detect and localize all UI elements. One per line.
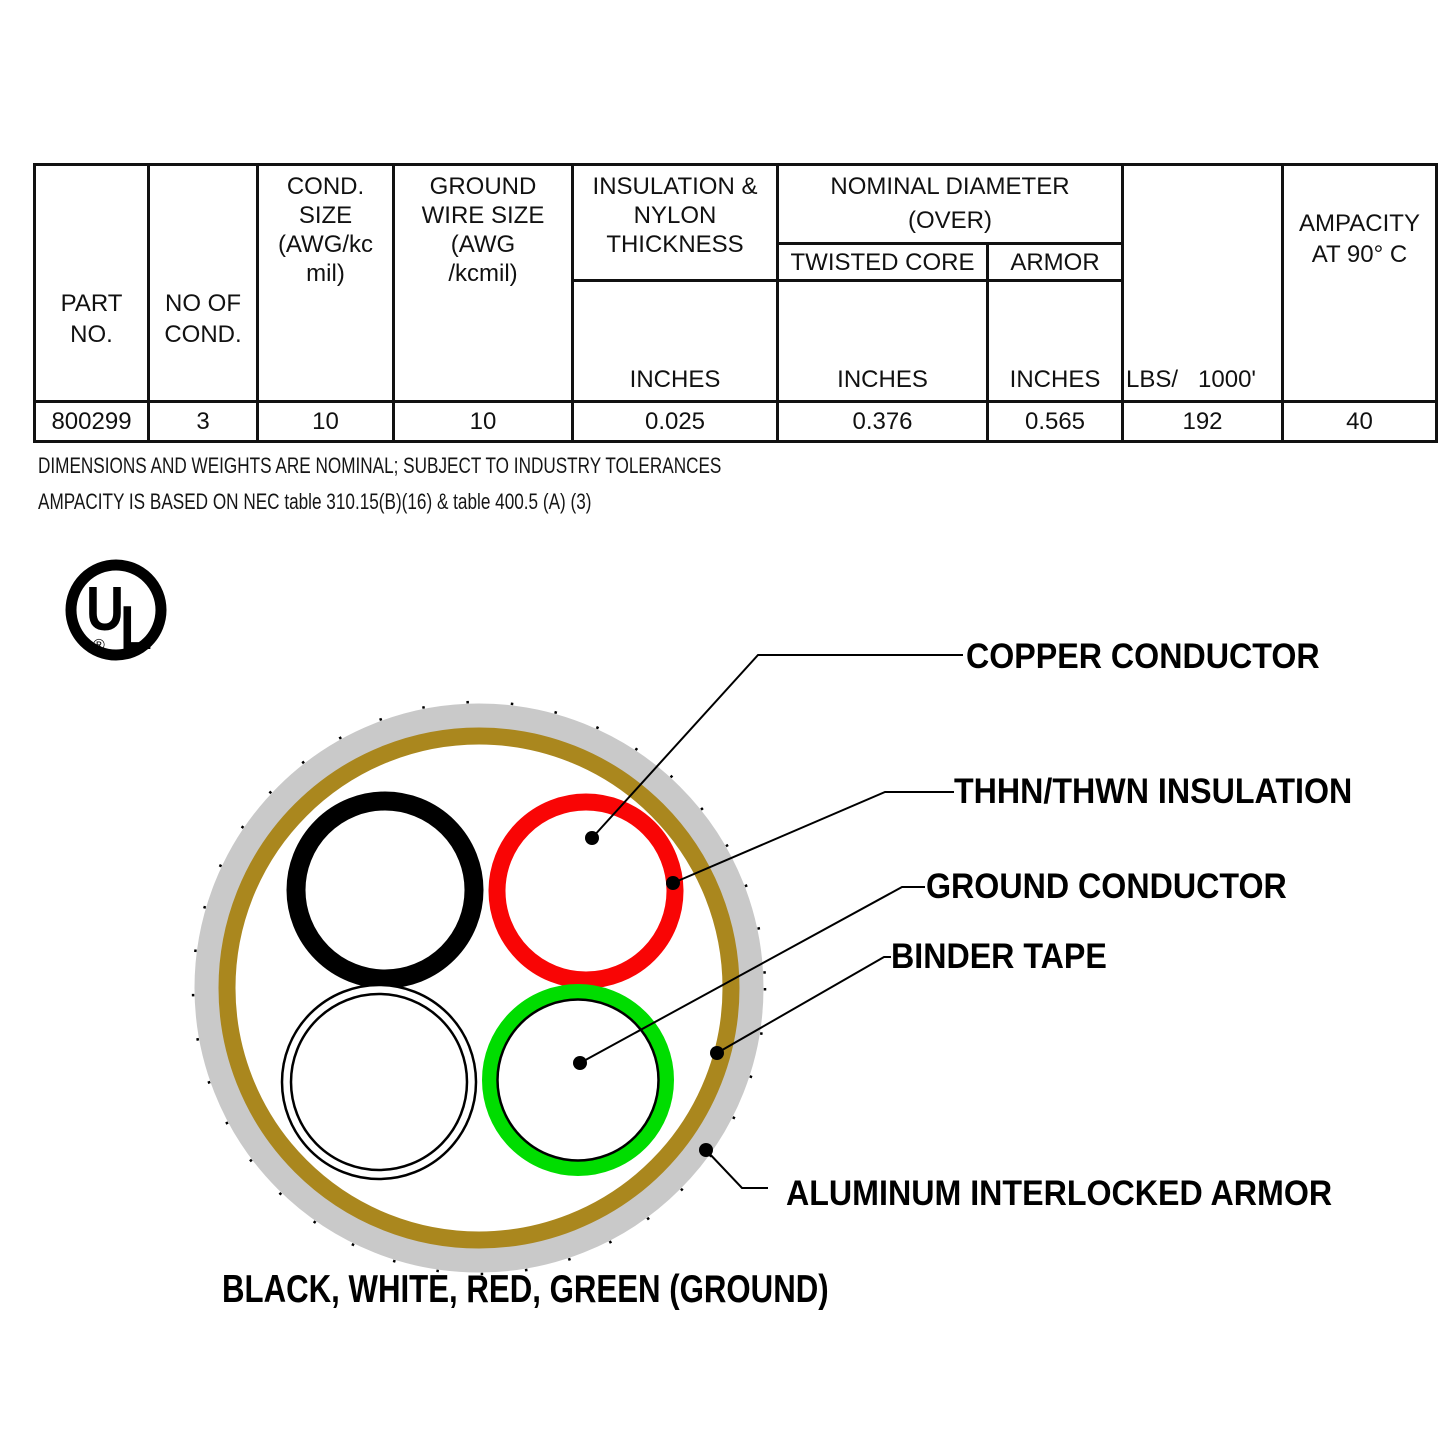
note-ampacity-basis: AMPACITY IS BASED ON NEC table 310.15(B)…	[38, 489, 592, 514]
cell-part-no: 800299	[36, 400, 150, 440]
label-ground-conductor: GROUND CONDUCTOR	[926, 867, 1287, 906]
table-header-nominal-diameter: NOMINAL DIAMETER (OVER)	[779, 166, 1124, 245]
cell-ground-wire-size: 10	[395, 400, 574, 440]
note-tolerances: DIMENSIONS AND WEIGHTS ARE NOMINAL; SUBJ…	[38, 453, 722, 478]
leader-line-aluminum-armor	[705, 1149, 768, 1189]
cell-armor-inches: 0.565	[989, 400, 1124, 440]
aluminum-armor-ring	[194, 703, 764, 1273]
cell-twisted-core-inches: 0.376	[779, 400, 989, 440]
white-conductor-outer-outline	[280, 983, 478, 1181]
ul-registered-symbol: ®	[93, 637, 105, 654]
green-ground-conductor	[482, 984, 674, 1176]
label-aluminum-interlocked-armor: ALUMINUM INTERLOCKED ARMOR	[786, 1174, 1333, 1213]
leader-line-binder-tape	[716, 956, 891, 1054]
cell-insulation-inches: 0.025	[574, 400, 779, 440]
table-header-ampacity: AMPACITY AT 90° C	[1299, 210, 1420, 268]
leader-dot-armor	[699, 1143, 713, 1157]
cell-no-of-cond: 3	[150, 400, 259, 440]
leader-line-thhn-insulation	[672, 791, 954, 884]
white-conductor-inner-outline	[289, 992, 469, 1172]
table-header-part-no: PART NO.	[36, 166, 150, 400]
armor-dotted-edge	[191, 700, 767, 1276]
cell-ampacity: 40	[1284, 400, 1435, 440]
cell-cond-size: 10	[259, 400, 395, 440]
table-header-insulation-thickness: INSULATION & NYLON THICKNESS	[574, 166, 779, 282]
leader-line-ground-conductor	[579, 886, 925, 1064]
spec-table: PART NO. NO OF COND. COND. SIZE (AWG/kc …	[33, 163, 1438, 443]
table-header-no-of-cond: NO OF COND.	[150, 166, 259, 400]
ul-logo: U L ®	[65, 559, 167, 663]
table-header-insulation-inches: INCHES	[574, 282, 779, 400]
ul-logo-circle	[65, 559, 167, 661]
cell-lbs: 192	[1124, 400, 1284, 440]
black-conductor	[286, 791, 484, 989]
leader-line-copper-conductor	[591, 654, 963, 839]
table-header-lbs-per-1000ft: LBS/ 1000'	[1124, 166, 1284, 400]
table-header-armor-inches: INCHES	[989, 282, 1124, 400]
green-conductor-inner-outline	[496, 998, 660, 1162]
leader-dot-copper	[585, 831, 599, 845]
ul-logo-letter-u: U	[86, 575, 124, 644]
red-conductor	[488, 793, 684, 989]
table-header-armor: ARMOR	[989, 245, 1124, 282]
leader-dot-binder	[710, 1046, 724, 1060]
table-header-twisted-core: TWISTED CORE	[779, 245, 989, 282]
ul-logo-letter-l: L	[120, 594, 152, 663]
binder-tape-ring	[218, 727, 740, 1249]
label-thhn-thwn-insulation: THHN/THWN INSULATION	[954, 772, 1353, 811]
label-copper-conductor: COPPER CONDUCTOR	[966, 637, 1320, 676]
leader-dot-thhn	[666, 876, 680, 890]
table-header-cond-size: COND. SIZE (AWG/kc mil)	[259, 166, 395, 400]
conductor-colors-label: BLACK, WHITE, RED, GREEN (GROUND)	[222, 1268, 829, 1311]
leader-dot-ground	[573, 1056, 587, 1070]
table-header-twisted-core-inches: INCHES	[779, 282, 989, 400]
label-binder-tape: BINDER TAPE	[891, 937, 1107, 976]
table-header-ground-wire-size: GROUND WIRE SIZE (AWG /kcmil)	[395, 166, 574, 400]
